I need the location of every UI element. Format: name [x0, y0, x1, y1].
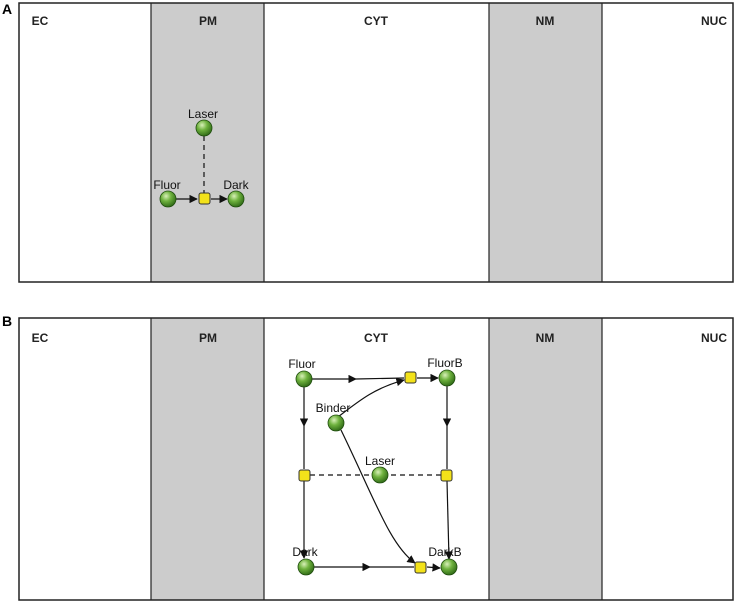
- species-node-dark: [227, 190, 245, 208]
- panel-a-label: A: [2, 1, 12, 17]
- panel-b-network: Fluor FluorB Binder Laser Dark DarkB: [288, 356, 463, 576]
- species-label-laser: Laser: [365, 454, 395, 468]
- species-node-fluorb: [438, 369, 456, 387]
- species-node-laser: [371, 466, 389, 484]
- species-node-fluor: [159, 190, 177, 208]
- reaction-edge: [426, 563, 441, 572]
- compartment-ec-label: EC: [32, 331, 49, 345]
- compartment-nuc-band: [602, 318, 733, 600]
- species-label-binder: Binder: [316, 401, 351, 415]
- reaction-node: [298, 469, 311, 482]
- reaction-edge: [444, 480, 454, 560]
- species-node-binder: [327, 414, 345, 432]
- panel-a-compartments: EC PM CYT NM NUC: [18, 2, 734, 283]
- reaction-node: [440, 469, 453, 482]
- compartment-nm-label: NM: [536, 331, 555, 345]
- compartment-nuc-label: NUC: [701, 331, 727, 345]
- panel-a: A EC PM CYT NM NUC Laser F: [2, 1, 734, 283]
- species-label-fluor: Fluor: [153, 178, 180, 192]
- panel-b: B EC PM CYT NM NUC: [2, 313, 734, 601]
- reaction-edge: [340, 429, 416, 564]
- species-label-dark: Dark: [292, 545, 318, 559]
- reaction-node: [414, 561, 427, 574]
- panel-b-label: B: [2, 313, 12, 329]
- compartment-ec-band: [19, 318, 151, 600]
- compartment-pm-label: PM: [199, 14, 217, 28]
- species-node-laser: [195, 119, 213, 137]
- compartment-pm-band: [151, 3, 264, 282]
- species-node-dark: [297, 558, 315, 576]
- compartment-cyt-label: CYT: [364, 331, 389, 345]
- compartment-nm-band: [489, 3, 602, 282]
- compartment-ec-label: EC: [32, 14, 49, 28]
- compartment-nm-band: [489, 318, 602, 600]
- reaction-node: [198, 192, 211, 205]
- species-label-laser: Laser: [188, 107, 218, 121]
- species-node-darkb: [440, 558, 458, 576]
- compartment-nuc-label: NUC: [701, 14, 727, 28]
- reaction-node: [404, 371, 417, 384]
- reaction-edge: [337, 377, 405, 418]
- compartment-ec-band: [19, 3, 151, 282]
- compartment-nuc-band: [602, 3, 733, 282]
- species-label-dark: Dark: [223, 178, 249, 192]
- compartment-cyt-band: [264, 3, 489, 282]
- species-node-fluor: [295, 370, 313, 388]
- panel-b-frame: [18, 317, 734, 601]
- species-label-fluor: Fluor: [288, 357, 315, 371]
- compartment-pm-label: PM: [199, 331, 217, 345]
- panel-a-network: Laser Fluor Dark: [153, 107, 250, 208]
- compartment-pm-band: [151, 318, 264, 600]
- species-label-darkb: DarkB: [428, 545, 461, 559]
- compartment-nm-label: NM: [536, 14, 555, 28]
- panel-a-frame: [18, 2, 734, 283]
- species-label-fluorb: FluorB: [427, 356, 462, 370]
- compartment-cyt-label: CYT: [364, 14, 389, 28]
